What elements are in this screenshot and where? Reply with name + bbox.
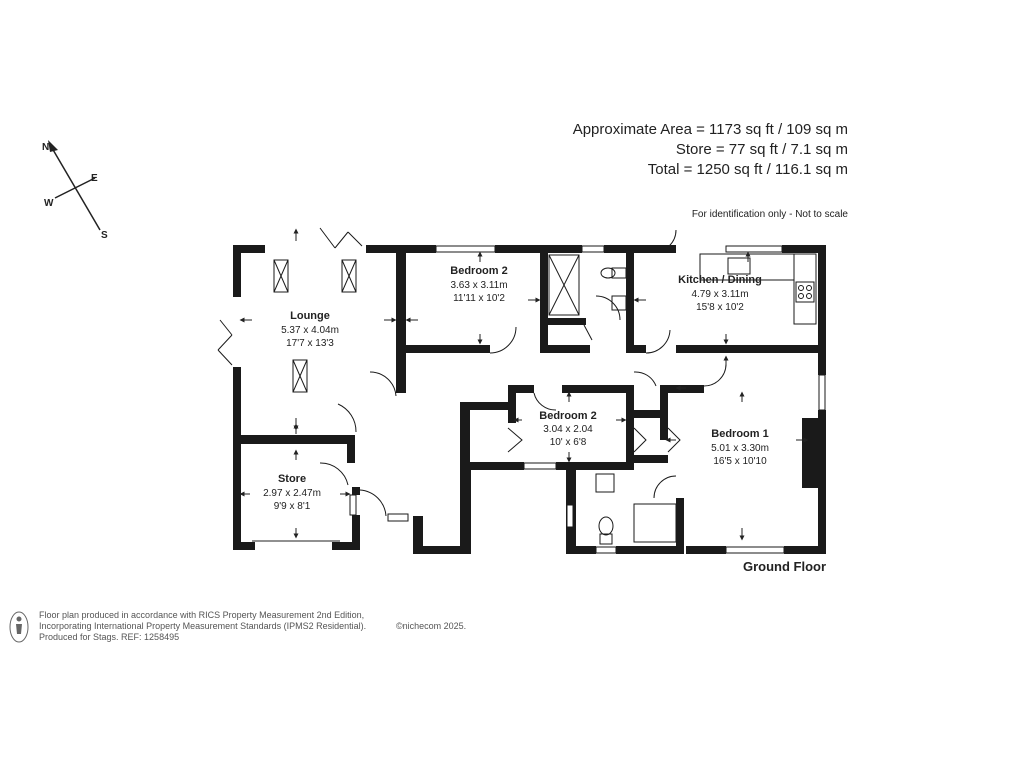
room-metric: 5.37 x 4.04m [281,325,339,336]
floor-label: Ground Floor [743,559,827,574]
room-bedroom-2-front: Bedroom 2 3.63 x 3.11m 11'11 x 10'2 [450,265,507,304]
ensuite-basin [595,473,615,493]
room-metric: 3.04 x 2.04 [543,424,593,435]
footer-line-1: Floor plan produced in accordance with R… [39,610,365,620]
doors [217,227,727,517]
toilet-bowl [600,267,616,279]
ensuite-shower [633,503,677,543]
shower-tray [548,254,580,316]
room-name: Lounge [290,310,330,322]
footer-line-2: Incorporating International Property Mea… [39,621,367,631]
room-metric: 4.79 x 3.11m [691,289,748,300]
room-metric: 3.63 x 3.11m [450,280,507,291]
store-area: Store = 77 sq ft / 7.1 sq m [675,141,848,158]
footer-copyright: ©nichecom 2025. [396,621,467,631]
room-imperial: 15'8 x 10'2 [696,302,744,313]
total-area: Total = 1250 sq ft / 116.1 sq m [647,161,848,178]
room-imperial: 9'9 x 8'1 [274,501,311,512]
windows [349,245,826,554]
room-metric: 2.97 x 2.47m [263,488,321,499]
compass-s: S [101,230,108,241]
room-name: Bedroom 2 [450,265,507,277]
toilet-cistern [611,267,627,279]
rooflight-2 [341,259,357,293]
dimension-arrows [239,228,809,542]
room-metric: 5.01 x 3.30m [711,443,769,454]
compass-n: N [42,142,49,153]
fixtures [273,253,817,545]
worktop-right [793,253,817,325]
compass-e: E [91,173,98,184]
room-bedroom-2-middle: Bedroom 2 3.04 x 2.04 10' x 6'8 [539,410,596,448]
room-name: Kitchen / Dining [678,274,762,286]
room-name: Store [278,473,306,485]
room-store: Store 2.97 x 2.47m 9'9 x 8'1 [263,473,321,512]
room-bedroom-1: Bedroom 1 5.01 x 3.30m 16'5 x 10'10 [711,428,769,467]
room-name: Bedroom 2 [539,410,596,422]
room-imperial: 11'11 x 10'2 [453,293,505,304]
compass: N E S W [42,140,108,241]
person-icon [9,611,29,643]
compass-w: W [44,198,54,209]
kitchen-sink [727,257,751,275]
footer-line-3: Produced for Stags. REF: 1258495 [39,632,180,642]
room-imperial: 16'5 x 10'10 [713,456,767,467]
room-imperial: 10' x 6'8 [550,437,587,448]
basin [611,295,627,311]
hob [795,281,815,303]
room-kitchen-dining: Kitchen / Dining 4.79 x 3.11m 15'8 x 10'… [678,274,762,313]
scale-note: For identification only - Not to scale [691,209,848,220]
approx-area: Approximate Area = 1173 sq ft / 109 sq m [572,121,848,138]
room-imperial: 17'7 x 13'3 [286,338,334,349]
footer-text: Floor plan produced in accordance with R… [39,610,366,643]
ensuite-toilet [598,516,614,536]
rooflight-3 [292,359,308,393]
room-name: Bedroom 1 [711,428,768,440]
room-lounge: Lounge 5.37 x 4.04m 17'7 x 13'3 [281,310,339,349]
rooflight-1 [273,259,289,293]
